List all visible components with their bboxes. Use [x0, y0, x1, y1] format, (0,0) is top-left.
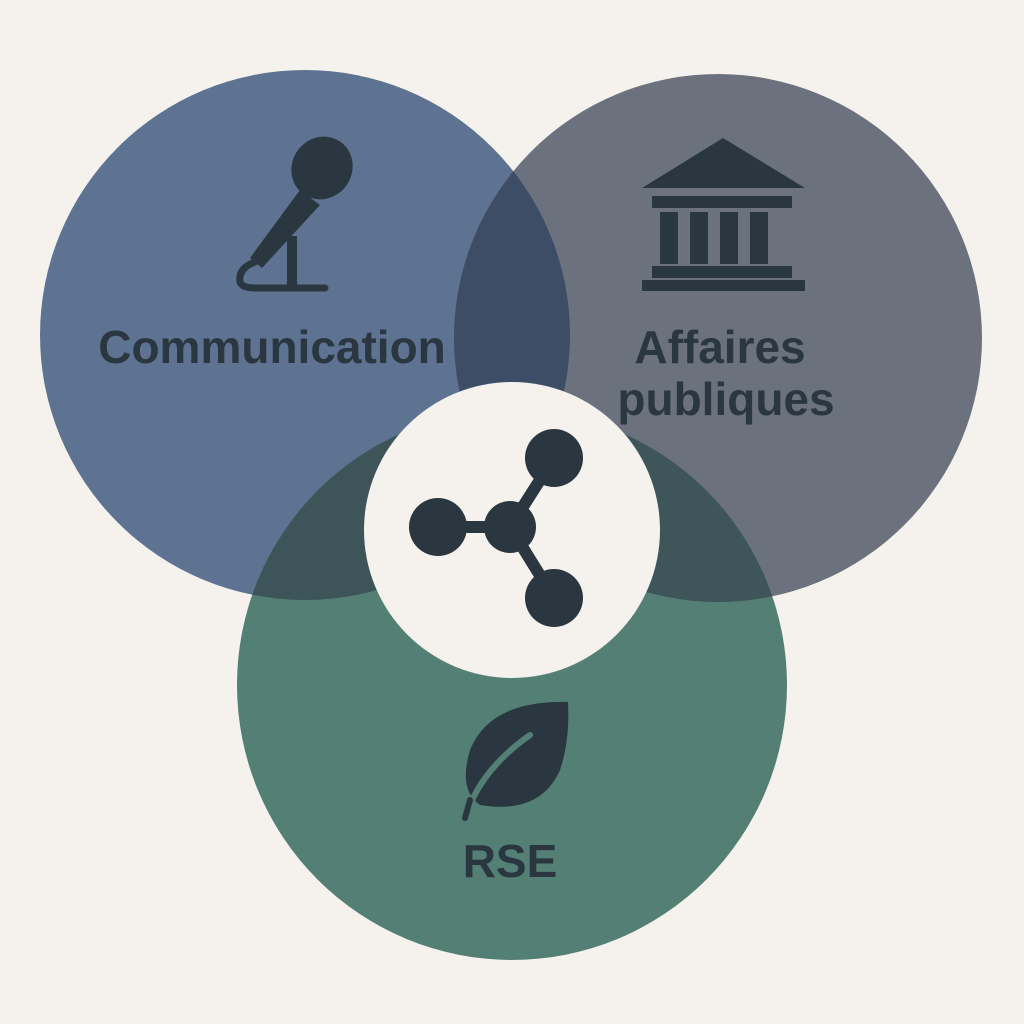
government-building-icon: [642, 138, 805, 291]
label-affaires: Affaires: [634, 321, 805, 373]
share-network-icon: [409, 429, 583, 627]
microphone-icon: [236, 136, 353, 292]
label-communication: Communication: [98, 321, 446, 373]
leaf-icon: [462, 701, 569, 821]
label-publiques: publiques: [617, 373, 834, 425]
label-rse: RSE: [463, 835, 558, 887]
